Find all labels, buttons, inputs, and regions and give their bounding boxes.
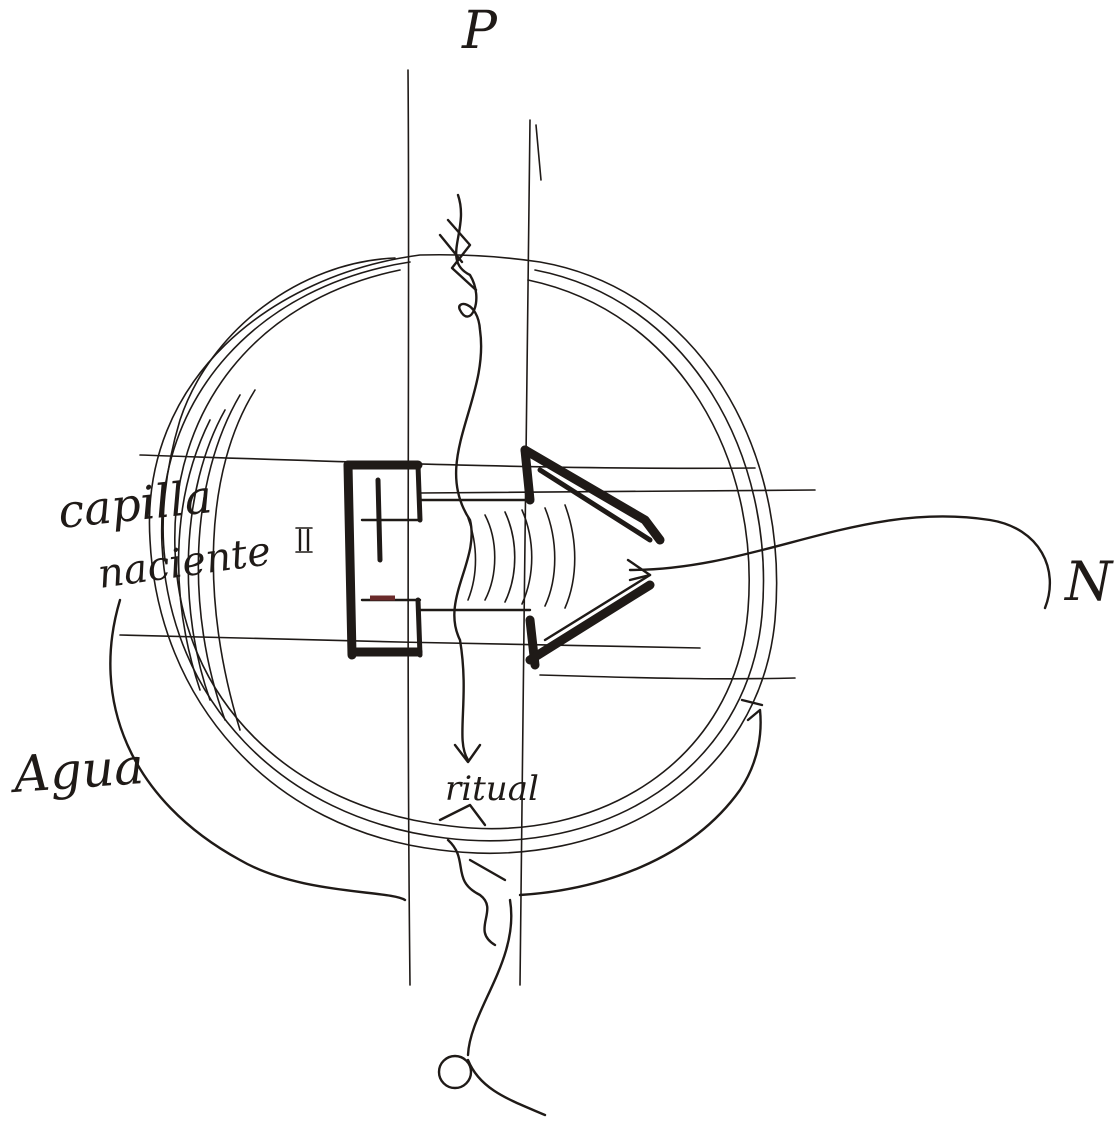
label-top: P — [461, 1, 498, 61]
north-line — [628, 516, 1050, 608]
label-left-low: Agua — [8, 737, 146, 804]
corridor-hatching — [468, 505, 575, 608]
label-bottom: ritual — [445, 769, 539, 809]
label-left-mid: naciente — [95, 528, 274, 598]
label-right: N — [1063, 550, 1114, 613]
building-block — [348, 465, 420, 655]
roman-numeral-mark — [296, 528, 312, 552]
outer-loop — [110, 600, 762, 900]
procession-path — [440, 195, 481, 762]
